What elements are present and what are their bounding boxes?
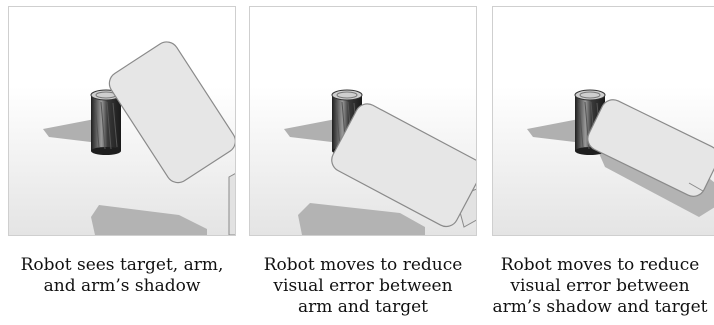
target-can-shadow xyxy=(284,119,340,143)
scene-2-illustration xyxy=(250,7,476,235)
caption-line: arm and target xyxy=(297,297,429,317)
robot-arm xyxy=(587,99,714,197)
panel-2-scene xyxy=(249,6,477,236)
caption-line: and arm’s shadow xyxy=(43,276,201,296)
caption-line: visual error between xyxy=(510,276,690,296)
target-can-shadow xyxy=(43,119,99,143)
caption-line: Robot sees target, arm, xyxy=(20,255,224,275)
panel-1-scene xyxy=(8,6,236,236)
panel-2-caption: Robot moves to reduce visual error betwe… xyxy=(247,255,479,318)
caption-line: Robot moves to reduce xyxy=(500,255,700,275)
arm-shadow xyxy=(298,203,425,235)
arm-shadow xyxy=(91,205,207,235)
target-can xyxy=(90,89,122,155)
caption-line: Robot moves to reduce xyxy=(263,255,463,275)
panel-1-caption: Robot sees target, arm, and arm’s shadow xyxy=(6,255,238,297)
robot-arm xyxy=(108,41,235,235)
caption-line: arm’s shadow and target xyxy=(492,297,708,317)
panel-3-caption: Robot moves to reduce visual error betwe… xyxy=(484,255,714,318)
target-can-shadow xyxy=(527,119,583,143)
scene-3-illustration xyxy=(493,7,714,235)
panel-3-scene xyxy=(492,6,714,236)
robot-arm xyxy=(331,103,476,228)
scene-1-illustration xyxy=(9,7,235,235)
caption-line: visual error between xyxy=(273,276,453,296)
